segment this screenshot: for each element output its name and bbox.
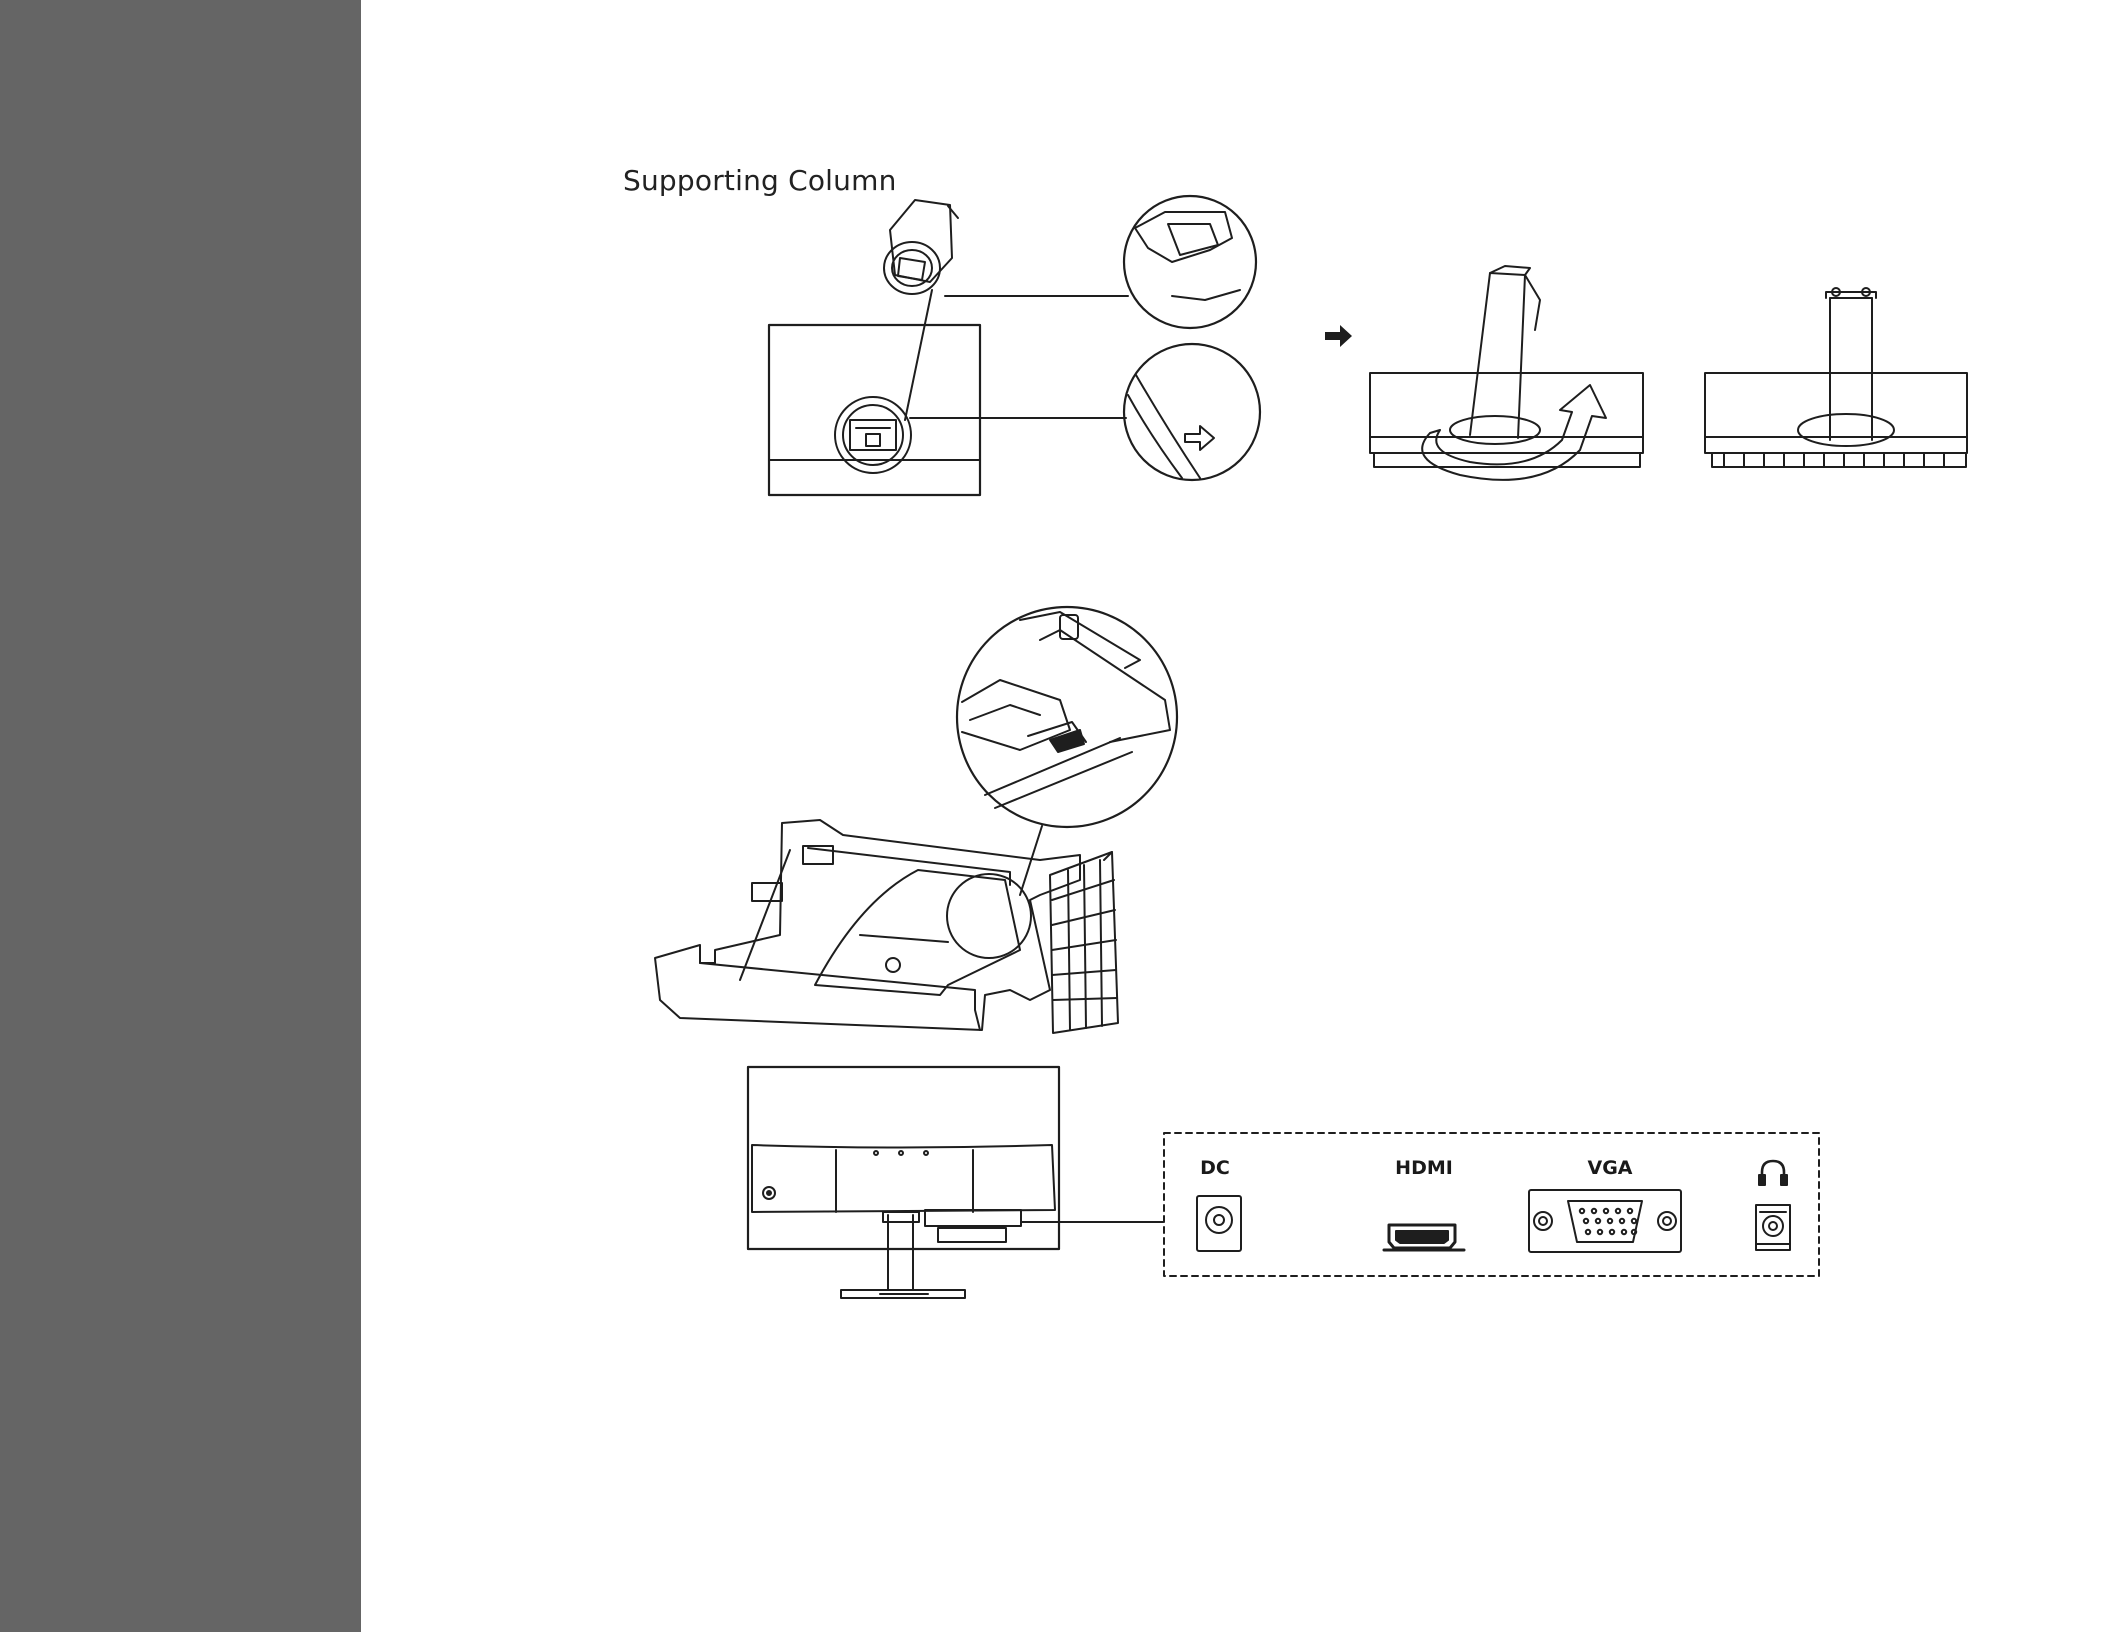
port-label-dc: DC	[1200, 1157, 1230, 1179]
hdmi-port-icon	[1384, 1225, 1464, 1250]
audio-jack-icon	[1756, 1205, 1790, 1250]
vga-port-icon	[1529, 1190, 1681, 1252]
column-rotate-figure	[1370, 266, 1643, 480]
monitor-rear-figure	[748, 1067, 1163, 1298]
step-arrow-icon	[1325, 325, 1352, 347]
stand-attach-figure	[655, 607, 1177, 1033]
column-installed-figure	[1705, 288, 1967, 467]
column-insert-figure	[769, 196, 1260, 495]
headphone-icon	[1759, 1161, 1787, 1185]
ports-panel	[1164, 1133, 1819, 1276]
port-label-hdmi: HDMI	[1395, 1157, 1453, 1179]
port-label-vga: VGA	[1587, 1157, 1632, 1179]
dc-jack-icon	[1197, 1196, 1241, 1251]
